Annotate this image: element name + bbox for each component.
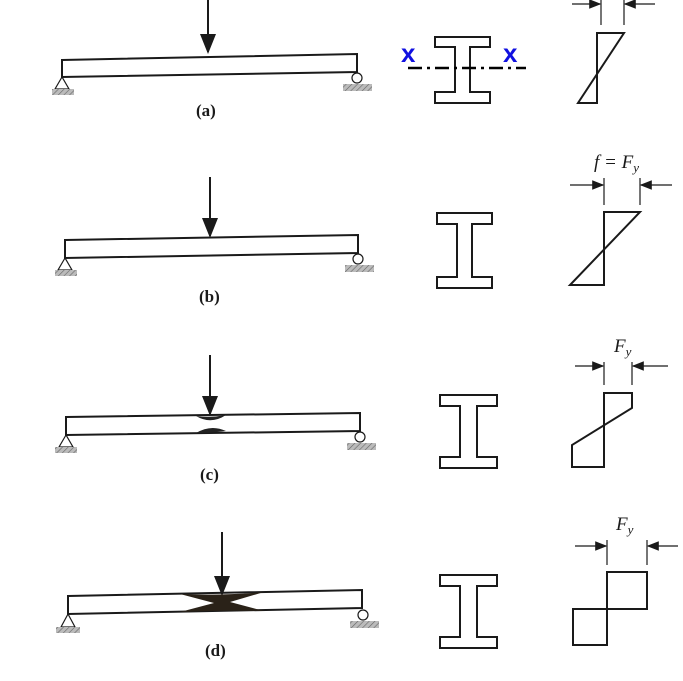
beam	[65, 411, 361, 437]
stress-label: Fy	[615, 514, 634, 537]
stress-diagram	[567, 178, 672, 286]
panel-label: (b)	[199, 287, 220, 306]
panel-d: (d) Fy	[56, 514, 678, 660]
panel-c: (c) Fy	[55, 336, 668, 484]
stress-label: Fy	[613, 336, 632, 359]
stress-diagram	[571, 361, 668, 468]
i-section	[436, 212, 493, 289]
roller-support	[343, 72, 372, 91]
plastic-hinge	[180, 592, 264, 612]
panel-a: (a) x x	[52, 0, 655, 120]
pin-support	[55, 256, 77, 276]
beam	[64, 233, 359, 260]
i-section-partially-yielded	[439, 394, 498, 469]
panel-label: (a)	[196, 101, 216, 120]
i-section	[434, 36, 491, 104]
roller-support	[347, 431, 376, 450]
stress-diagram	[572, 0, 655, 104]
i-section-fully-yielded	[439, 574, 498, 649]
yield-zone	[196, 415, 226, 433]
pin-support	[52, 75, 74, 95]
panel-label: (c)	[200, 465, 219, 484]
pin-support	[56, 612, 80, 633]
panel-b: (b) f = Fy	[55, 152, 672, 306]
axis-label-right: x	[503, 38, 518, 68]
roller-support	[350, 609, 379, 628]
panel-label: (d)	[205, 641, 226, 660]
elastic-core	[463, 412, 474, 450]
axis-label-left: x	[401, 38, 416, 68]
stress-diagram	[572, 540, 678, 646]
stress-label: f = Fy	[594, 152, 639, 175]
roller-support	[345, 253, 374, 272]
pin-support	[55, 433, 77, 453]
beam	[61, 52, 358, 79]
